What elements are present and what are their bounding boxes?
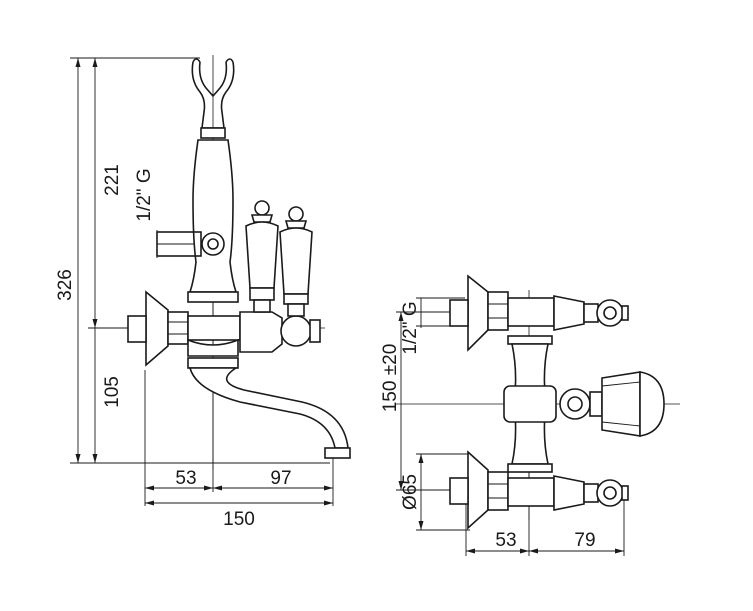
thread-side-text: 1/2" G	[134, 168, 155, 221]
dim-center-distance-label: 150 ±20	[380, 344, 401, 413]
handle-right-side	[279, 206, 313, 317]
dim-horizontal-front: 53 79	[465, 470, 625, 556]
dim-326: 326	[55, 57, 330, 464]
column-body	[156, 127, 239, 303]
dim-221: 221	[92, 58, 123, 328]
upper-inlet	[449, 274, 629, 352]
lower-inlet	[449, 450, 629, 530]
dim-center-distance: 150 ±20	[380, 311, 470, 491]
wall-flange-side	[127, 290, 189, 367]
handle-left-side	[245, 200, 279, 313]
dim-221-label: 221	[102, 164, 123, 196]
mixer-body-side	[187, 311, 321, 357]
dim-105: 105	[88, 327, 130, 463]
dim-horizontal-side: 53 97 150	[144, 300, 334, 530]
diverter-outlet	[559, 371, 665, 437]
spout-side	[187, 357, 351, 459]
dim-105-label: 105	[102, 376, 123, 408]
thread-front-text: 1/2" G	[400, 301, 421, 354]
dim-79-front-label: 79	[574, 530, 595, 551]
front-view: 150 ±20 1/2" G Ø65 53	[380, 274, 680, 556]
central-column	[503, 335, 557, 473]
dim-150-side-label: 150	[223, 509, 255, 530]
dim-flange-diameter: Ø65	[400, 453, 470, 531]
dim-97-side-label: 97	[270, 468, 291, 489]
dim-326-label: 326	[55, 269, 76, 301]
dim-53-front-label: 53	[495, 530, 516, 551]
side-view: 326 221 105 1/2" G	[55, 55, 351, 530]
dim-flange-diameter-label: Ø65	[400, 474, 421, 510]
dim-53-side-label: 53	[175, 468, 196, 489]
